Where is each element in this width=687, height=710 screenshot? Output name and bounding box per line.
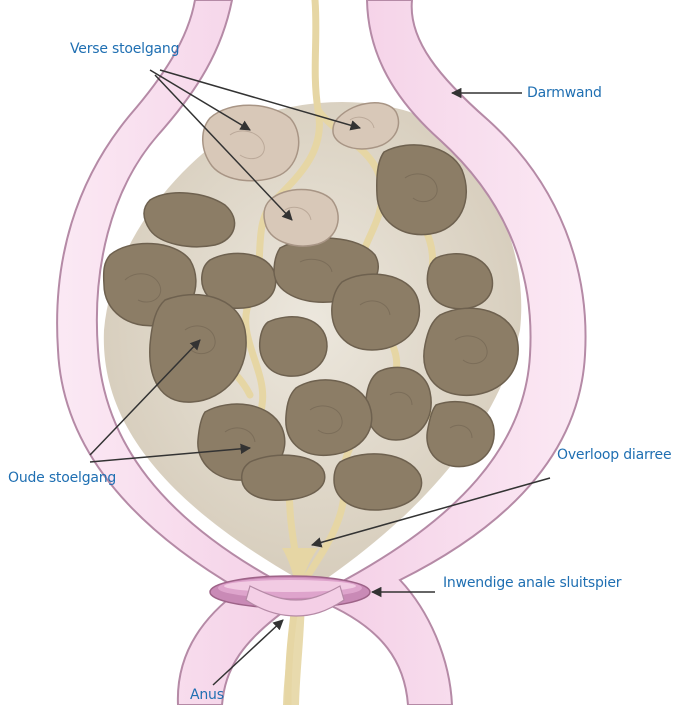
label-internal-anal-sphincter: Inwendige anale sluitspier (443, 575, 621, 591)
old-stool-lump (377, 145, 467, 235)
old-stool-lump (366, 367, 431, 440)
fresh-stool-lump (203, 105, 299, 181)
label-old-stool: Oude stoelgang (8, 470, 116, 486)
old-stool-lump (332, 274, 420, 350)
old-stool-lump (242, 455, 325, 500)
old-stool-lump (286, 380, 372, 455)
fresh-stool-lump (264, 190, 338, 246)
label-overflow-diarrhea: Overloop diarree (557, 447, 671, 463)
label-fresh-stool: Verse stoelgang (70, 41, 179, 57)
label-bowel-wall: Darmwand (527, 85, 602, 101)
label-anus: Anus (190, 687, 224, 703)
old-stool-lump (424, 308, 518, 395)
old-stool-lump (427, 402, 494, 467)
old-stool-lump (260, 317, 327, 376)
old-stool-lump (334, 454, 422, 510)
old-stool-lump (427, 254, 492, 309)
